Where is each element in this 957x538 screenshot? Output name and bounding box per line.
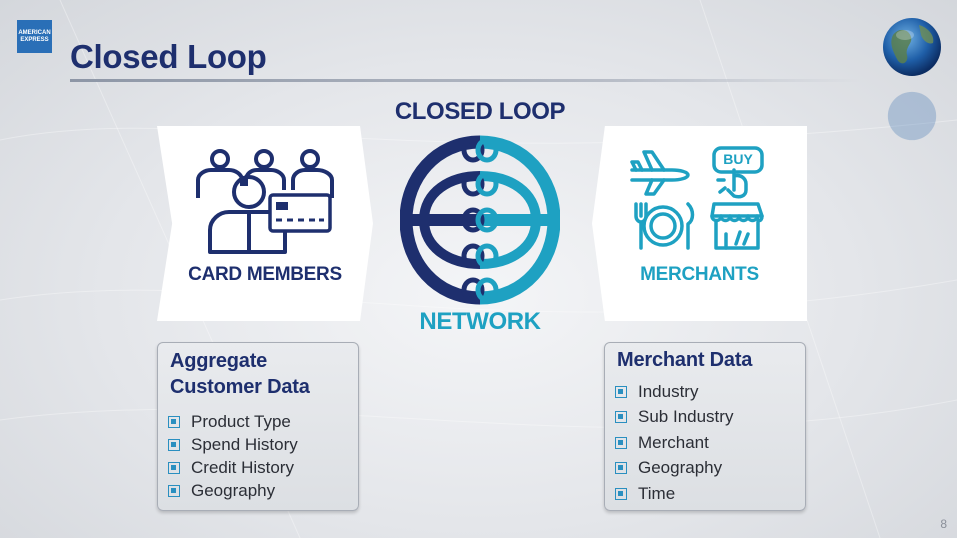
dining-icon [634, 202, 695, 250]
merchant-list: Industry Sub Industry Merchant Geography… [615, 379, 733, 507]
aggregate-customer-data-box: Aggregate Customer Data Product Type Spe… [157, 342, 359, 511]
bullet-icon [615, 385, 627, 398]
list-item: Geography [168, 479, 298, 502]
airplane-icon [630, 150, 690, 196]
list-item: Merchant [615, 430, 733, 456]
list-item: Sub Industry [615, 405, 733, 431]
list-item-text: Credit History [191, 457, 294, 477]
amex-logo: AMERICAN EXPRESS [17, 20, 52, 53]
closed-loop-heading: CLOSED LOOP [394, 98, 566, 125]
merchant-data-box: Merchant Data Industry Sub Industry Merc… [604, 342, 806, 511]
bullet-icon [168, 415, 180, 428]
credit-card-icon [268, 193, 332, 233]
list-item: Time [615, 481, 733, 507]
globe-icon [883, 18, 941, 76]
list-item-text: Geography [638, 458, 723, 478]
network-globe-icon [400, 135, 560, 305]
aggregate-list: Product Type Spend History Credit Histor… [168, 410, 298, 502]
list-item: Industry [615, 379, 733, 405]
list-item-text: Product Type [191, 411, 291, 431]
merchants-panel: BUY MERCHANTS [592, 126, 807, 321]
list-item-text: Sub Industry [638, 407, 734, 427]
buy-text: BUY [723, 151, 753, 167]
aggregate-title-line1: Aggregate [170, 350, 268, 372]
list-item: Credit History [168, 456, 298, 479]
page-number: 8 [940, 517, 947, 531]
title-divider [70, 79, 860, 82]
card-members-panel: CARD MEMBERS [157, 126, 373, 321]
card-members-label: CARD MEMBERS [188, 264, 342, 285]
page-title: Closed Loop [70, 38, 267, 75]
list-item: Product Type [168, 410, 298, 433]
bullet-icon [168, 484, 180, 497]
network-heading: NETWORK [419, 308, 541, 335]
bullet-icon [168, 438, 180, 451]
bullet-icon [615, 462, 627, 475]
logo-text: AMERICAN EXPRESS [18, 29, 51, 43]
globe-reflection [887, 91, 937, 141]
aggregate-title-line2: Customer Data [170, 376, 310, 398]
list-item: Geography [615, 456, 733, 482]
list-item-text: Industry [638, 381, 699, 401]
merchant-box-title: Merchant Data [617, 349, 753, 371]
storefront-icon [710, 202, 764, 250]
list-item-text: Time [638, 483, 676, 503]
list-item-text: Spend History [191, 434, 298, 454]
bullet-icon [615, 436, 627, 449]
bullet-icon [168, 461, 180, 474]
merchants-label: MERCHANTS [640, 264, 759, 285]
list-item: Spend History [168, 433, 298, 456]
list-item-text: Geography [191, 480, 276, 500]
bullet-icon [615, 411, 627, 424]
merchant-icons [630, 146, 764, 250]
bullet-icon [615, 487, 627, 500]
aggregate-box-title: Aggregate Customer Data [170, 348, 355, 400]
list-item-text: Merchant [638, 432, 709, 452]
buy-click-icon [712, 146, 764, 199]
